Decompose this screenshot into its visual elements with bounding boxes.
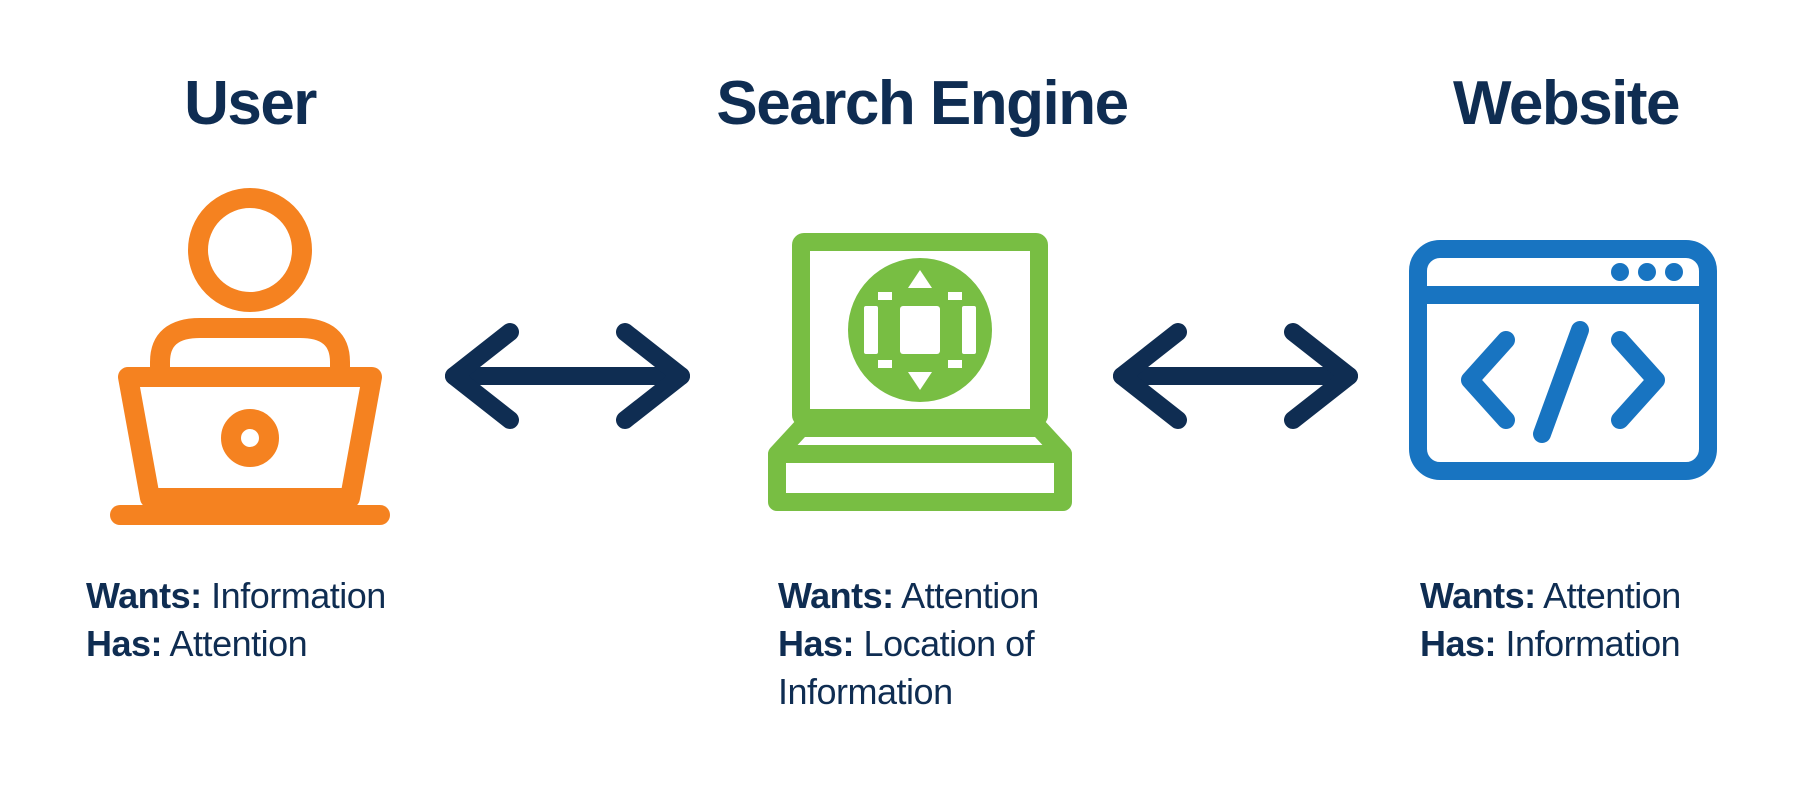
has-value: Attention bbox=[169, 623, 308, 664]
search-engine-title: Search Engine bbox=[716, 69, 1129, 138]
wants-label: Wants: bbox=[778, 575, 894, 616]
wants-value: Attention bbox=[1543, 575, 1681, 616]
wants-value: Information bbox=[211, 575, 386, 616]
wants-label: Wants: bbox=[1420, 575, 1536, 616]
has-label: Has: bbox=[86, 623, 163, 664]
has-value: Information bbox=[1505, 623, 1681, 664]
wants-label: Wants: bbox=[86, 575, 202, 616]
has-label: Has: bbox=[1420, 623, 1497, 664]
browser-code-icon bbox=[1409, 240, 1717, 480]
double-arrow-icon bbox=[1113, 323, 1358, 429]
wants-value: Attention bbox=[901, 575, 1039, 616]
user-description: Wants: Information Has: Attention bbox=[86, 572, 386, 668]
website-title: Website bbox=[1452, 69, 1681, 138]
website-has-line: Has: Information bbox=[1420, 620, 1681, 668]
laptop-globe-icon bbox=[768, 233, 1072, 511]
search-engine-description: Wants: Attention Has: Location of Inform… bbox=[778, 572, 1098, 716]
search-engine-wants-line: Wants: Attention bbox=[778, 572, 1098, 620]
double-arrow-icon bbox=[445, 323, 690, 429]
search-engine-has-line: Has: Location of Information bbox=[778, 620, 1098, 716]
user-wants-line: Wants: Information bbox=[86, 572, 386, 620]
has-label: Has: bbox=[778, 623, 855, 664]
user-has-line: Has: Attention bbox=[86, 620, 386, 668]
user-title: User bbox=[184, 69, 317, 138]
website-wants-line: Wants: Attention bbox=[1420, 572, 1681, 620]
person-laptop-icon bbox=[110, 188, 390, 525]
website-description: Wants: Attention Has: Information bbox=[1420, 572, 1681, 668]
has-value: Location of Information bbox=[778, 623, 1035, 712]
